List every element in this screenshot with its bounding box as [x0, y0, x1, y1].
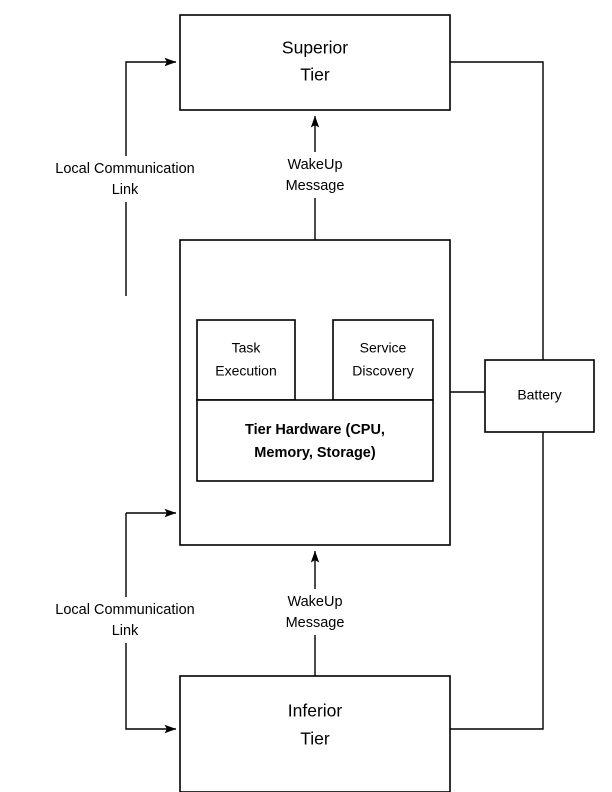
inferior-tier-label-line2: Tier	[300, 729, 330, 749]
edge-label-lower-local-communication-link: Local Communication Link	[30, 597, 222, 643]
label-backdrop-lower-local-link	[30, 597, 222, 643]
node-service-discovery[interactable]: Service Discovery	[332, 319, 434, 401]
service-discovery-label-line1: Service	[360, 340, 407, 356]
tier-hardware-label-line1: Tier Hardware (CPU,	[245, 422, 385, 438]
node-task-execution[interactable]: Task Execution	[196, 319, 296, 401]
task-execution-box[interactable]	[196, 319, 296, 401]
label-backdrop-upper-local-link	[30, 156, 222, 202]
tier-hardware-box[interactable]	[196, 399, 434, 482]
battery-label: Battery	[517, 387, 561, 403]
node-battery[interactable]: Battery	[484, 359, 595, 433]
edge-label-upper-wakeup-message: WakeUp Message	[266, 152, 364, 198]
edge-label-upper-local-communication-link: Local Communication Link	[30, 156, 222, 202]
superior-tier-box[interactable]	[179, 14, 451, 111]
node-superior-tier[interactable]: Superior Tier	[179, 14, 451, 111]
superior-tier-label-line1: Superior	[282, 38, 348, 58]
node-inferior-tier[interactable]: Inferior Tier	[179, 675, 451, 792]
upper-wakeup-label-line1: WakeUp	[287, 157, 342, 173]
task-execution-label-line1: Task	[232, 340, 262, 356]
service-discovery-box[interactable]	[332, 319, 434, 401]
task-execution-label-line2: Execution	[215, 363, 276, 379]
upper-wakeup-label-line2: Message	[286, 178, 345, 194]
superior-tier-label-line2: Tier	[300, 65, 330, 85]
power-rail-superior-to-battery	[450, 61, 544, 360]
upper-local-link-label-line2: Link	[112, 182, 139, 198]
node-middle-tier[interactable]: Task Execution Service Discovery Tier Ha…	[179, 239, 451, 546]
service-discovery-label-line2: Discovery	[352, 363, 413, 379]
edge-label-lower-wakeup-message: WakeUp Message	[266, 589, 364, 635]
tier-hardware-label-line2: Memory, Storage)	[254, 445, 376, 461]
edge-lower-local-communication-link	[125, 513, 177, 734]
inferior-tier-label-line1: Inferior	[288, 701, 343, 721]
label-backdrop-lower-wakeup	[266, 589, 364, 635]
battery-box[interactable]	[484, 359, 595, 433]
edge-upper-local-communication-link	[125, 57, 177, 296]
inferior-tier-box[interactable]	[179, 675, 451, 792]
node-tier-hardware[interactable]: Tier Hardware (CPU, Memory, Storage)	[196, 399, 434, 482]
lower-local-link-label-line1: Local Communication	[55, 602, 194, 618]
lower-local-link-label-line2: Link	[112, 623, 139, 639]
lower-wakeup-label-line1: WakeUp	[287, 594, 342, 610]
upper-local-link-label-line1: Local Communication	[55, 161, 194, 177]
label-backdrop-upper-wakeup	[266, 152, 364, 198]
lower-wakeup-label-line2: Message	[286, 615, 345, 631]
power-rail-battery-to-inferior	[450, 432, 544, 730]
